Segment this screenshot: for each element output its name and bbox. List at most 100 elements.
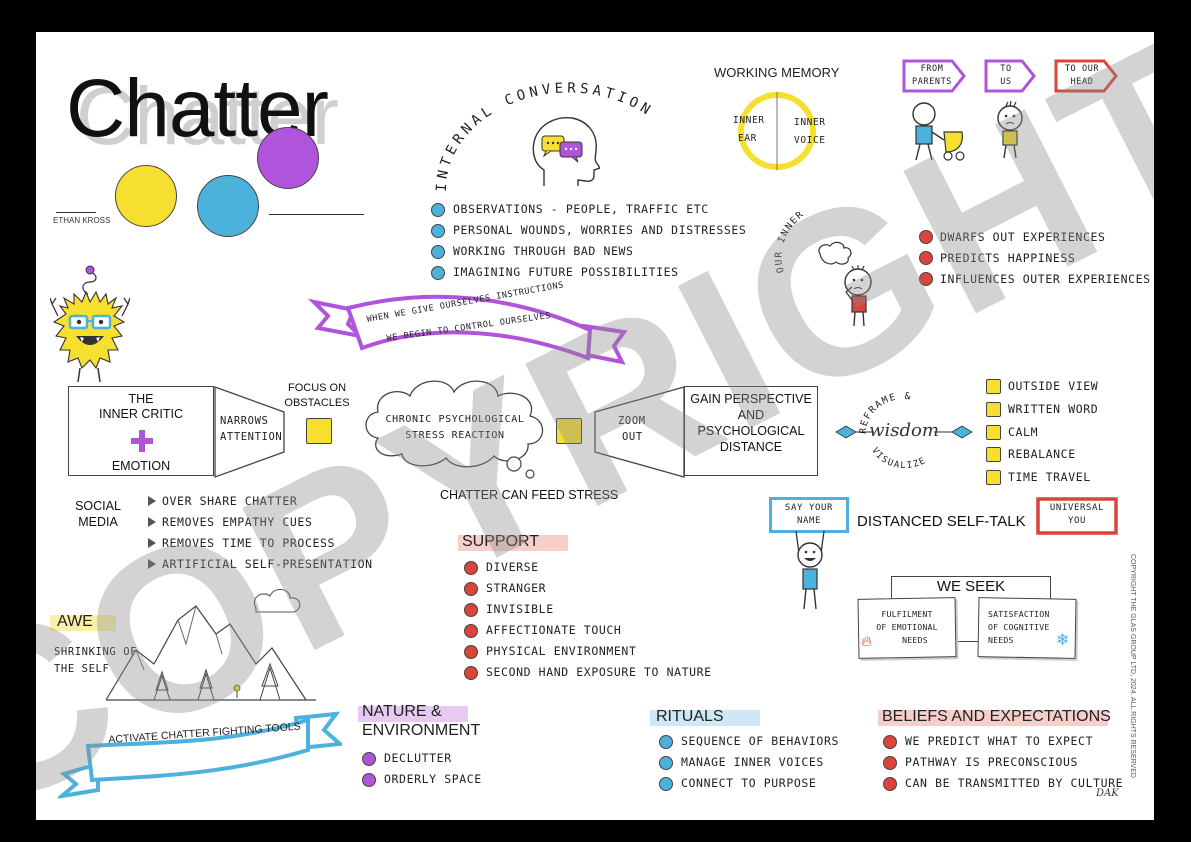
instructions-banner bbox=[308, 294, 628, 365]
list-item: TIME TRAVEL bbox=[1008, 470, 1091, 484]
list-item: SEQUENCE OF BEHAVIORS bbox=[681, 734, 839, 748]
snowflake-icon: ❄ bbox=[1056, 630, 1070, 649]
say-your-name-line1: SAY YOUR bbox=[784, 503, 834, 513]
list-item: DECLUTTER bbox=[384, 751, 452, 765]
wisdom-word: wisdom bbox=[869, 420, 939, 441]
zoom-line2: OUT bbox=[622, 431, 643, 443]
sign-holder-figure bbox=[795, 531, 825, 610]
cognitive-line3: NEEDS bbox=[988, 635, 1014, 645]
beliefs-highlight bbox=[878, 710, 1108, 726]
bullet-dot bbox=[919, 251, 933, 265]
bullet-dot bbox=[431, 266, 445, 280]
inner-critic-line3: EMOTION bbox=[111, 459, 171, 473]
title-underline bbox=[269, 214, 364, 215]
social-media-line2: MEDIA bbox=[78, 515, 118, 529]
beliefs-title: BELIEFS AND EXPECTATIONS bbox=[882, 708, 1111, 725]
list-item: ORDERLY SPACE bbox=[384, 772, 482, 786]
author-line bbox=[56, 212, 96, 213]
focus-line2: OBSTACLES bbox=[284, 397, 350, 409]
bullet-square bbox=[986, 470, 1001, 485]
emotional-line3: NEEDS bbox=[902, 635, 928, 645]
list-item: OVER SHARE CHATTER bbox=[162, 494, 298, 508]
bullet-square bbox=[986, 379, 1001, 394]
head-chat-icon bbox=[532, 117, 600, 186]
plus-icon bbox=[131, 430, 153, 452]
narrows-line2: ATTENTION bbox=[220, 431, 283, 443]
awe-line1: SHRINKING OF bbox=[54, 646, 138, 658]
say-your-name-sign bbox=[769, 497, 849, 533]
bullet-dot bbox=[883, 756, 897, 770]
list-item: ARTIFICIAL SELF-PRESENTATION bbox=[162, 557, 373, 571]
universal-you-sign bbox=[1036, 497, 1118, 535]
zoom-line1: ZOOM bbox=[618, 415, 646, 427]
list-item: REBALANCE bbox=[1008, 447, 1076, 461]
emotional-line2: OF EMOTIONAL bbox=[876, 622, 938, 632]
bullet-dot bbox=[883, 777, 897, 791]
sign-to-our-head-bottom: HEAD bbox=[1070, 77, 1094, 87]
distanced-self-talk-title: DISTANCED SELF-TALK bbox=[857, 513, 1026, 530]
signature: DAK bbox=[1096, 788, 1119, 799]
bullet-dot bbox=[659, 777, 673, 791]
awe-line2: THE SELF bbox=[54, 663, 110, 675]
bullet-arrow bbox=[148, 517, 156, 527]
sign-from-parents bbox=[902, 59, 966, 93]
list-item: IMAGINING FUTURE POSSIBILITIES bbox=[453, 265, 679, 279]
list-item: AFFECTIONATE TOUCH bbox=[486, 623, 622, 637]
support-highlight bbox=[458, 535, 568, 551]
bullet-dot bbox=[659, 735, 673, 749]
list-item: PREDICTS HAPPINESS bbox=[940, 251, 1076, 265]
list-item: PATHWAY IS PRECONSCIOUS bbox=[905, 755, 1079, 769]
sign-from-parents-bottom: PARENTS bbox=[911, 77, 953, 87]
support-title: SUPPORT bbox=[462, 533, 540, 550]
inner-critic-line1: THE bbox=[128, 392, 154, 406]
list-item: INFLUENCES OUTER EXPERIENCES bbox=[940, 272, 1151, 286]
working-memory-circle bbox=[738, 92, 816, 170]
awe-highlight bbox=[50, 615, 116, 631]
list-item: WORKING THROUGH BAD NEWS bbox=[453, 244, 634, 258]
say-your-name-line2: NAME bbox=[796, 516, 822, 526]
bullet-arrow bbox=[148, 496, 156, 506]
awe-title: AWE bbox=[57, 613, 93, 630]
gain-perspective-box bbox=[684, 386, 818, 476]
list-item: OUTSIDE VIEW bbox=[1008, 379, 1099, 393]
gain-line2: AND bbox=[737, 408, 765, 422]
title-circle-yellow bbox=[115, 165, 177, 227]
list-item: REMOVES EMPATHY CUES bbox=[162, 515, 313, 529]
stress-cloud-caption: CHATTER CAN FEED STRESS bbox=[440, 488, 619, 502]
cognitive-line1: SATISFACTION bbox=[988, 609, 1050, 619]
list-item: MANAGE INNER VOICES bbox=[681, 755, 824, 769]
bullet-dot bbox=[464, 666, 478, 680]
sign-from-parents-top: FROM bbox=[920, 64, 944, 74]
inner-experience-arc: OUR INNER EXPERIENCE bbox=[773, 212, 880, 274]
stress-cloud-line1: CHRONIC PSYCHOLOGICAL bbox=[385, 414, 525, 425]
bullet-square bbox=[986, 402, 1001, 417]
inner-voice-bottom: VOICE bbox=[794, 135, 826, 146]
bullet-dot bbox=[464, 624, 478, 638]
list-item: INVISIBLE bbox=[486, 602, 554, 616]
sign-to-our-head bbox=[1054, 59, 1118, 93]
bullet-dot bbox=[362, 773, 376, 787]
bullet-dot bbox=[464, 645, 478, 659]
emotional-line1: FULFILMENT bbox=[881, 609, 933, 619]
sheet: Chatter Chatter ETHAN KROSS INTERNAL CON… bbox=[36, 32, 1154, 820]
svg-text:VISUALIZE: VISUALIZE bbox=[869, 446, 928, 471]
universal-you-line1: UNIVERSAL bbox=[1049, 503, 1105, 513]
copyright-side-text: COPYRIGHT THE GLAS GROUP LTD, 2024. ALL … bbox=[1129, 554, 1136, 778]
bullet-dot bbox=[919, 230, 933, 244]
title-circle-blue bbox=[197, 175, 259, 237]
list-item: WRITTEN WORD bbox=[1008, 402, 1099, 416]
list-item: REMOVES TIME TO PROCESS bbox=[162, 536, 336, 550]
bullet-arrow bbox=[148, 559, 156, 569]
focus-square bbox=[306, 418, 332, 444]
inner-ear-bottom: EAR bbox=[738, 133, 757, 144]
we-seek-title: WE SEEK bbox=[936, 578, 1006, 595]
list-item: WE PREDICT WHAT TO EXPECT bbox=[905, 734, 1094, 748]
bullet-arrow bbox=[148, 538, 156, 548]
inner-voice-top: INNER bbox=[794, 117, 826, 128]
tools-banner bbox=[58, 711, 342, 799]
bullet-square bbox=[986, 425, 1001, 440]
nature-highlight bbox=[358, 706, 468, 722]
rituals-highlight bbox=[650, 710, 760, 726]
bullet-dot bbox=[464, 582, 478, 596]
sign-to-our-head-top: TO OUR bbox=[1064, 64, 1100, 74]
